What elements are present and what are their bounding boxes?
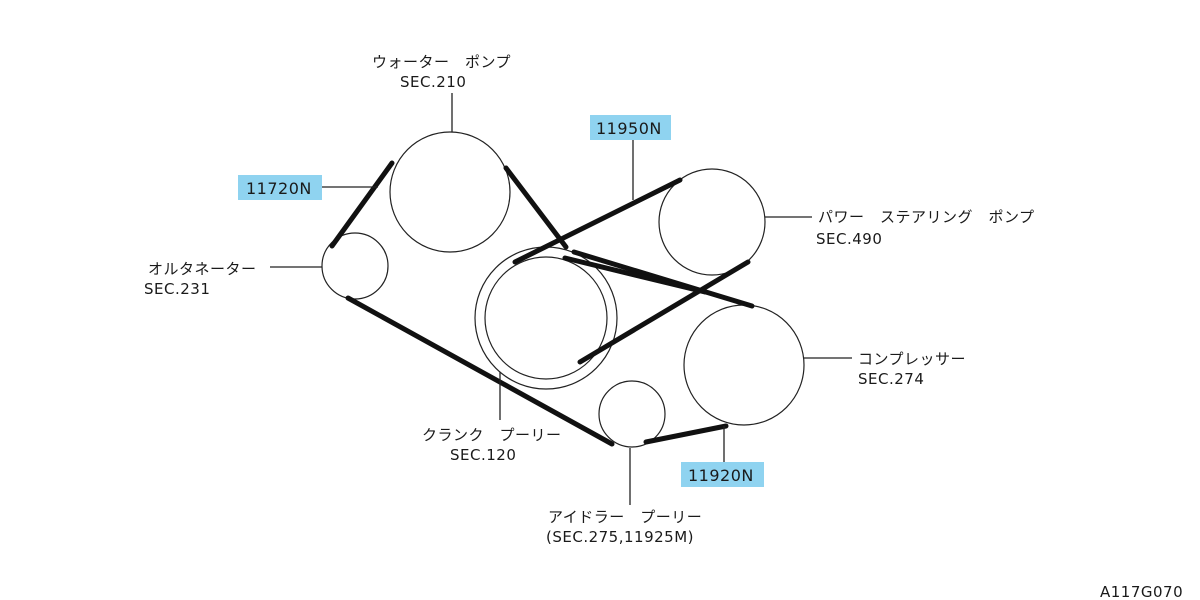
alternator-belt-code-box	[238, 175, 322, 200]
figure-id: A117G070	[1100, 583, 1183, 600]
power-steering-belt-code: 11950N	[596, 119, 662, 138]
alternator-belt-code: 11720N	[246, 179, 312, 198]
compressor-sec: SEC.274	[858, 370, 924, 388]
power-steering-pump-sec: SEC.490	[816, 230, 882, 248]
water-pump-pulley	[389, 131, 511, 253]
compressor-pulley	[683, 304, 805, 426]
water-pump-name: ウォーター ポンプ	[372, 53, 511, 71]
crank-pulley-inner	[484, 256, 608, 380]
alternator-sec: SEC.231	[144, 280, 210, 298]
crank-pulley-outer	[474, 246, 618, 390]
power-steering-pump-pulley	[658, 168, 766, 276]
crank-pulley-name: クランク プーリー	[422, 426, 562, 444]
alternator-pulley	[321, 232, 389, 300]
idler-pulley-name: アイドラー プーリー	[548, 508, 702, 526]
power-steering-belt	[512, 177, 751, 365]
compressor-belt-code: 11920N	[688, 466, 754, 485]
alternator-name: オルタネーター	[148, 260, 257, 278]
compressor-name: コンプレッサー	[858, 350, 966, 368]
power-steering-belt-code-box	[590, 115, 671, 140]
crank-pulley-sec: SEC.120	[450, 446, 516, 464]
water-pump-sec: SEC.210	[400, 73, 466, 91]
idler-pulley-sec: (SEC.275,11925M)	[546, 528, 694, 546]
alternator-belt	[329, 160, 755, 447]
idler-pulley	[598, 380, 666, 448]
power-steering-pump-name: パワー ステアリング ポンプ	[818, 208, 1035, 226]
compressor-belt-code-box	[681, 462, 764, 487]
